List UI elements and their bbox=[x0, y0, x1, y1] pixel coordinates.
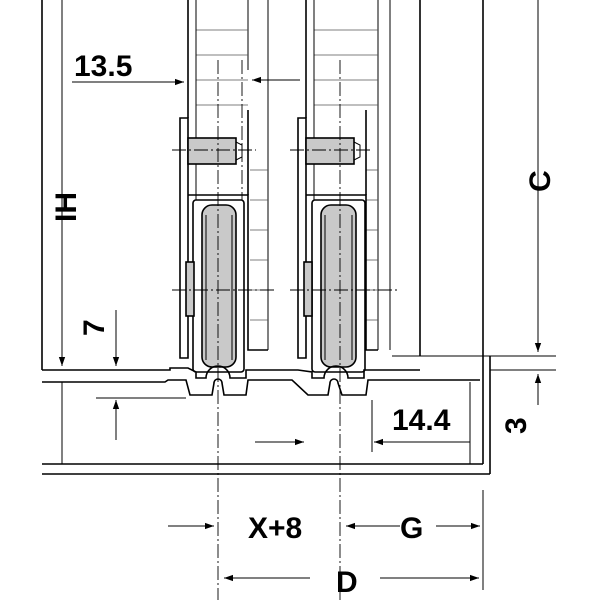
dimension-IH: IH bbox=[50, 0, 83, 366]
label-13-5: 13.5 bbox=[74, 50, 132, 83]
dimension-13-5: 13.5 bbox=[72, 50, 300, 86]
label-D: D bbox=[336, 566, 358, 599]
label-G: G bbox=[400, 512, 423, 545]
wheel-left bbox=[201, 204, 237, 368]
label-C: C bbox=[524, 170, 557, 192]
label-IH: IH bbox=[50, 192, 83, 222]
wheel-right bbox=[320, 204, 357, 368]
label-7: 7 bbox=[78, 319, 111, 336]
dimension-3: 3 bbox=[500, 374, 542, 434]
pin-right bbox=[305, 137, 355, 165]
dimension-D: D bbox=[224, 566, 479, 599]
dimension-7: 7 bbox=[78, 310, 186, 440]
roller-unit-left bbox=[172, 60, 276, 600]
track-profile bbox=[42, 355, 556, 475]
panel-hatching bbox=[195, 0, 378, 321]
label-14-4: 14.4 bbox=[392, 404, 451, 437]
dimension-X8-G: X+8 G bbox=[168, 490, 484, 590]
dimension-14-4: 14.4 bbox=[255, 400, 470, 452]
roller-unit-right bbox=[290, 60, 400, 600]
outer-frame bbox=[41, 0, 484, 370]
dimension-C: C bbox=[524, 0, 557, 352]
pin-left bbox=[187, 137, 237, 165]
label-X8: X+8 bbox=[248, 512, 302, 545]
label-3: 3 bbox=[500, 417, 533, 434]
